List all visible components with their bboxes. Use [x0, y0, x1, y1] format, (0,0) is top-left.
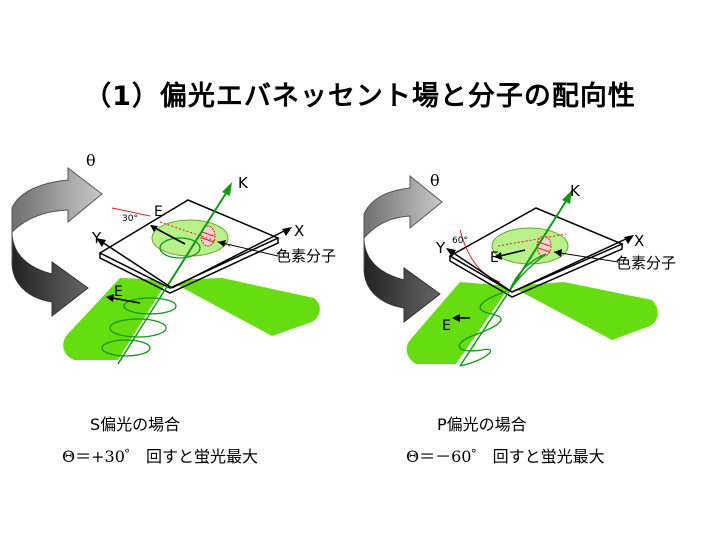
- beam-reflected: [510, 282, 658, 340]
- axis-y-label: Y: [91, 229, 102, 247]
- s-condition: Θ＝+30゜ 回すと蛍光最大: [62, 447, 258, 466]
- field-label-beam: E: [114, 284, 123, 300]
- angle-label: 30°: [122, 214, 138, 224]
- field-label-beam: E: [442, 318, 451, 334]
- evanescent-spot: [491, 227, 569, 265]
- p-caption: P偏光の場合: [437, 415, 527, 434]
- s-diagram-svg: θ 30° K E E: [11, 151, 336, 365]
- rotation-arrow-upper: [363, 174, 443, 240]
- field-label-top: E: [490, 250, 499, 266]
- k-arrowhead: [562, 190, 572, 204]
- molecule-label: 色素分子: [616, 254, 676, 272]
- axis-k-label: K: [570, 182, 581, 200]
- s-polarization-diagram: θ 30° K E E: [0, 150, 360, 400]
- theta-label: θ: [86, 151, 96, 170]
- k-arrowhead: [222, 182, 232, 196]
- s-wave-pattern: [101, 237, 201, 357]
- axis-x-label: X: [634, 232, 644, 250]
- p-polarization-diagram: θ 60° K E E: [360, 150, 720, 400]
- axis-y-label: Y: [435, 239, 446, 257]
- rotation-arrow-lower: [11, 231, 89, 318]
- axis-k-label: K: [238, 174, 249, 192]
- page-title: （1）偏光エバネッセント場と分子の配向性: [84, 81, 636, 112]
- s-caption: S偏光の場合: [90, 415, 181, 434]
- angle-label: 60°: [452, 236, 468, 246]
- rotation-arrow-upper: [11, 166, 103, 234]
- axis-x-label: X: [294, 222, 304, 240]
- theta-label: θ: [430, 171, 440, 190]
- molecule-label: 色素分子: [276, 247, 336, 265]
- p-wave-pattern: [458, 253, 547, 367]
- rotation-arrow-lower: [363, 237, 441, 324]
- field-label-top: E: [154, 204, 163, 220]
- p-condition: Θ＝－60゜ 回すと蛍光最大: [406, 447, 605, 466]
- beam-reflected: [168, 278, 320, 336]
- p-diagram-svg: θ 60° K E E: [363, 171, 676, 367]
